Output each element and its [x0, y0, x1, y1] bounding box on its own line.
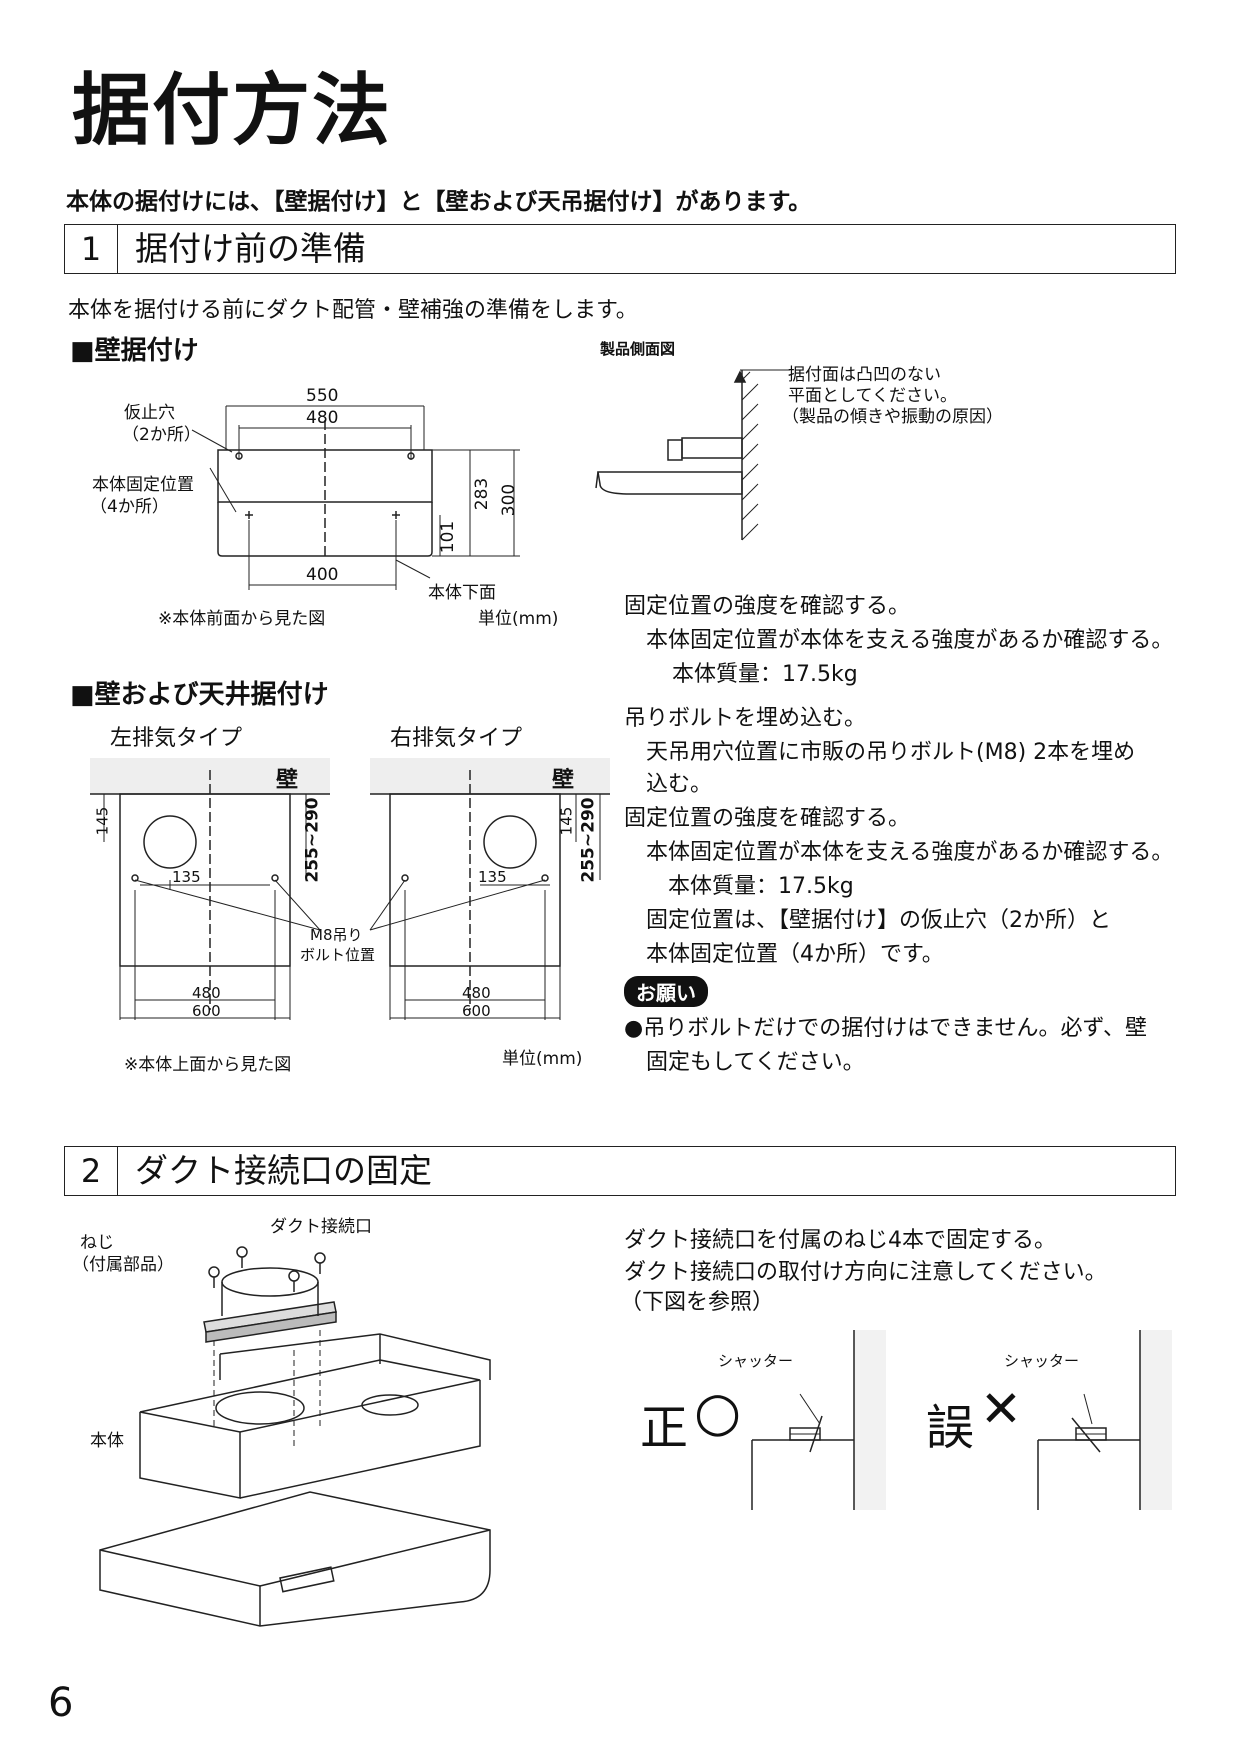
dim-255-290-right: 255~290 [578, 797, 599, 883]
dim-135-right: 135 [478, 868, 507, 886]
page-number: 6 [48, 1680, 74, 1726]
wall-mount-unit: 単位(mm) [478, 609, 559, 629]
section1-number: 1 [65, 225, 118, 273]
s2-text-2: ダクト接続口の取付け方向に注意してください。 [624, 1260, 1107, 1285]
side-note-3: （製品の傾きや振動の原因） [782, 407, 1003, 427]
page-title: 据付方法 [72, 66, 393, 156]
side-view-diagram [595, 369, 790, 541]
step-text-2b: 込む。 [646, 772, 713, 797]
request-badge: お願い [624, 976, 708, 1007]
wall-mount-caption: ※本体前面から見た図 [158, 609, 326, 629]
dim-600-left: 600 [192, 1002, 221, 1020]
wall-mount-diagram [191, 405, 520, 590]
section1-lead: 本体を据付ける前にダクト配管・壁補強の準備をします。 [68, 298, 638, 323]
shutter-orientation-diagram [751, 1330, 1172, 1510]
dim-145-left: 145 [93, 806, 112, 836]
fix-pos-label: 本体固定位置 [92, 475, 194, 495]
duct-label: ダクト接続口 [270, 1217, 372, 1237]
step-text-3: 本体固定位置が本体を支える強度があるか確認する。 [646, 840, 1174, 865]
wrong-shutter-label: シャッター [1004, 1352, 1080, 1370]
left-type-label: 左排気タイプ [110, 726, 243, 751]
dim-145-right: 145 [557, 806, 576, 836]
section1-title: 据付け前の準備 [135, 229, 366, 268]
section2-title: ダクト接続口の固定 [135, 1151, 432, 1190]
wall-ceiling-heading: ■壁および天井据付け [70, 680, 329, 710]
bottom-label: 本体下面 [428, 583, 496, 603]
bolt-label-2: ボルト位置 [300, 946, 376, 964]
s2-text-3: （下図を参照） [620, 1290, 775, 1315]
request-note-1: ●吊りボルトだけでの据付けはできません。必ず、壁 [624, 1016, 1147, 1041]
bolt-label-1: M8吊り [310, 926, 363, 944]
side-view-heading: 製品側面図 [600, 340, 676, 358]
right-type-label: 右排気タイプ [390, 726, 523, 751]
dim-600-right: 600 [462, 1002, 491, 1020]
step-text-1b: 本体質量：17.5kg [672, 662, 858, 687]
screw-sub-label: （付属部品） [72, 1255, 174, 1275]
step-heading-3: 固定位置の強度を確認する。 [624, 806, 911, 831]
dim-300: 300 [499, 483, 520, 517]
wrong-mark: ✕ [980, 1380, 1022, 1438]
step-text-1: 本体固定位置が本体を支える強度があるか確認する。 [646, 628, 1174, 653]
step-heading-1: 固定位置の強度を確認する。 [624, 594, 911, 619]
step-text-3c: 固定位置は、【壁据付け】の仮止穴（2か所）と [646, 908, 1111, 933]
temp-hole-label: 仮止穴 [124, 403, 175, 423]
side-note-1: 据付面は凸凹のない [788, 365, 941, 385]
dim-480: 480 [306, 408, 339, 428]
duct-assembly-illustration [99, 1246, 491, 1627]
correct-label: 正 [640, 1400, 689, 1456]
request-note-2: 固定もしてください。 [646, 1050, 865, 1075]
dim-283: 283 [472, 477, 493, 511]
correct-shutter-label: シャッター [718, 1352, 794, 1370]
fix-pos-count: （4か所） [90, 497, 169, 517]
wall-ceiling-unit: 単位(mm) [502, 1049, 583, 1069]
temp-hole-count: （2か所） [122, 425, 201, 445]
wall-ceiling-caption: ※本体上面から見た図 [124, 1055, 292, 1075]
wall-label-left: 壁 [276, 768, 299, 793]
body-label: 本体 [90, 1431, 124, 1451]
section2-header: 2 ダクト接続口の固定 [64, 1146, 1176, 1196]
section2-number: 2 [65, 1147, 118, 1195]
correct-mark: ○ [694, 1380, 742, 1443]
dim-550: 550 [306, 386, 339, 406]
step-text-3d: 本体固定位置（4か所）です。 [646, 942, 944, 967]
screw-label: ねじ [80, 1233, 114, 1253]
side-note-2: 平面としてください。 [788, 386, 957, 406]
step-heading-2: 吊りボルトを埋め込む。 [624, 706, 867, 731]
wall-mount-heading: ■壁据付け [70, 336, 199, 366]
dim-400: 400 [306, 565, 339, 585]
dim-480-left: 480 [192, 984, 221, 1002]
dim-135-left: 135 [172, 868, 201, 886]
section1-header: 1 据付け前の準備 [64, 224, 1176, 274]
s2-text-1: ダクト接続口を付属のねじ4本で固定する。 [624, 1228, 1056, 1253]
dim-480-right: 480 [462, 984, 491, 1002]
dim-101: 101 [438, 520, 459, 554]
intro-text: 本体の据付けには、【壁据付け】と【壁および天吊据付け】があります。 [66, 189, 812, 215]
step-text-3b: 本体質量：17.5kg [668, 874, 854, 899]
wall-ceiling-diagram [90, 758, 610, 1020]
wrong-label: 誤 [926, 1400, 975, 1456]
wall-label-right: 壁 [552, 768, 575, 793]
step-text-2a: 天吊用穴位置に市販の吊りボルト(M8) 2本を埋め [646, 740, 1136, 765]
dim-255-290-left: 255~290 [302, 797, 323, 883]
